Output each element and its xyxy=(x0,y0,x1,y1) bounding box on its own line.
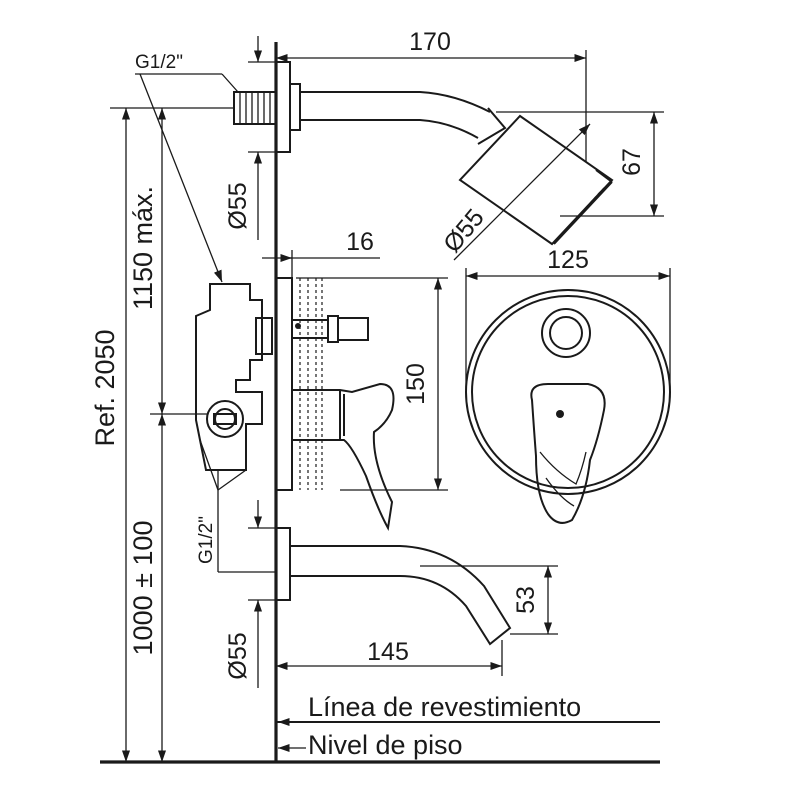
width-125-dimension xyxy=(465,268,671,390)
width-170-dimension xyxy=(276,50,587,162)
spout-flange xyxy=(275,527,291,601)
ref-2050-label: Ref. 2050 xyxy=(90,329,120,446)
width-125-label: 125 xyxy=(547,246,589,274)
shower-head xyxy=(458,114,614,246)
height-1150-label: 1150 máx. xyxy=(128,186,158,310)
diam-55-spout-dimension xyxy=(248,500,276,688)
diam-55-shower-label: Ø55 xyxy=(438,204,490,258)
thread-bottom-label: G1/2" xyxy=(196,516,217,564)
height-53-label: 53 xyxy=(512,586,540,614)
front-view-diverter xyxy=(541,308,591,358)
diam-55-shower-dimension xyxy=(453,123,591,261)
height-150-dimension xyxy=(296,277,448,491)
depth-16-dimension xyxy=(262,250,380,278)
depth-16-label: 16 xyxy=(346,228,374,256)
diam-55-top-dimension xyxy=(248,36,276,240)
cover-plate-side xyxy=(275,277,323,491)
diam-55-spout-label: Ø55 xyxy=(224,632,252,679)
thread-bottom-leader xyxy=(199,439,276,573)
front-view-plate xyxy=(465,289,671,495)
diam-55-top-label: Ø55 xyxy=(224,182,252,229)
height-67-label: 67 xyxy=(618,148,646,176)
height-150-label: 150 xyxy=(402,363,430,405)
spout xyxy=(290,545,512,646)
ref-2050-dimension xyxy=(110,107,234,762)
shower-thread-connector xyxy=(233,91,277,125)
height-67-dimension xyxy=(496,111,664,217)
height-1150-dimension xyxy=(150,108,208,762)
width-145-dimension xyxy=(276,640,503,676)
height-53-dimension xyxy=(420,565,558,635)
width-170-label: 170 xyxy=(409,28,451,56)
width-145-label: 145 xyxy=(367,638,409,666)
valve-body xyxy=(195,283,273,471)
shower-flange xyxy=(275,61,301,153)
height-1000-label: 1000 ± 100 xyxy=(128,521,158,656)
shower-arm xyxy=(300,91,507,145)
thread-top-leader xyxy=(135,73,239,283)
cladding-label: Línea de revestimiento xyxy=(308,692,581,722)
floor-label: Nivel de piso xyxy=(308,730,463,760)
handle-side xyxy=(291,382,395,532)
diverter-knob-side xyxy=(291,315,369,343)
thread-top-label: G1/2" xyxy=(135,52,183,73)
front-view-handle xyxy=(530,383,606,524)
